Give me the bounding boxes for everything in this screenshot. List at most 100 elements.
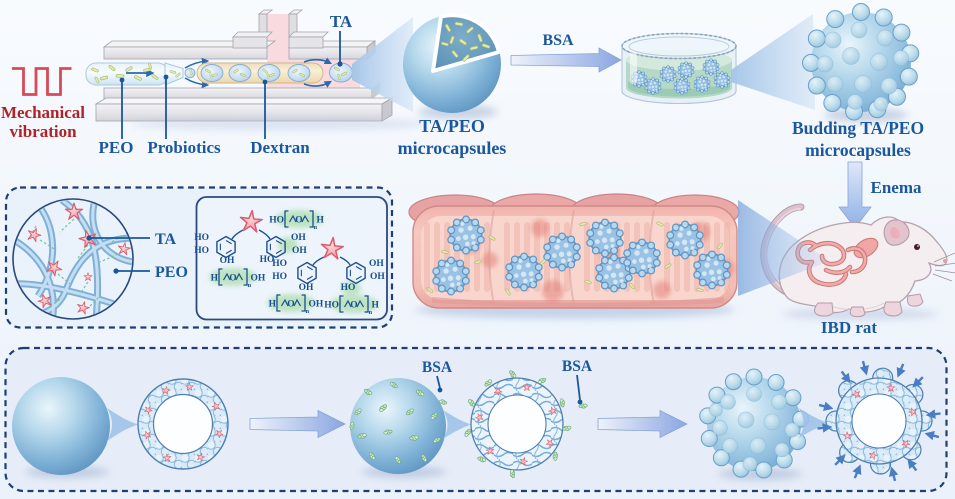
hydroxyl-label: OH <box>369 259 384 269</box>
ibd-rat <box>760 203 955 320</box>
inward-arrow-icon <box>818 401 834 411</box>
villus <box>424 222 430 292</box>
chain <box>356 299 365 308</box>
bud <box>899 67 918 86</box>
bud <box>755 461 773 479</box>
hydroxyl-label: HO <box>194 246 209 256</box>
bsa-coated-sphere <box>347 375 448 478</box>
bracket-right <box>364 295 369 313</box>
hydroxyl-label: OH <box>220 256 235 266</box>
hydroxyl-label: HO <box>272 259 287 269</box>
peo-left-label: HO <box>324 301 339 311</box>
bracket-right <box>301 294 306 312</box>
bump <box>847 94 863 110</box>
bump <box>722 438 738 454</box>
hydroxyl-label: OH <box>291 233 306 243</box>
bump <box>709 403 723 417</box>
mechanical-vibration-label-line1: Mechanical <box>1 103 85 122</box>
bud <box>807 29 826 48</box>
bud <box>724 373 742 391</box>
bud <box>712 449 730 467</box>
dextran-label: Dextran <box>250 138 310 157</box>
bump <box>826 75 844 93</box>
ta-channel-vertical <box>267 14 289 64</box>
inward-arrow-icon <box>817 423 833 433</box>
zoom-funnel-3 <box>799 408 830 438</box>
hydrogen-bonds <box>27 218 125 307</box>
square-wave-icon <box>12 67 72 96</box>
inflamed-spot <box>542 280 564 302</box>
bacterium-icon <box>115 73 125 79</box>
gut-microcapsule <box>542 231 582 273</box>
gut-microcapsule <box>431 255 471 297</box>
chain <box>343 299 352 308</box>
ibd-rat-label: IBD rat <box>821 318 878 337</box>
bud <box>700 430 718 448</box>
budding-caption-line1: Budding TA/PEO <box>792 118 924 138</box>
bump <box>749 437 767 455</box>
zoom-funnel-2 <box>443 410 471 439</box>
inward-arrow-icon <box>852 464 862 479</box>
chain <box>222 272 231 281</box>
ta-molecule <box>297 235 366 285</box>
ta-label: TA <box>330 12 353 31</box>
enema-arrow <box>838 161 872 229</box>
peo-left-label: H <box>269 300 277 310</box>
bud <box>823 93 842 112</box>
bsa-arrow <box>510 47 622 73</box>
hydroxyl-label: HO <box>272 272 287 282</box>
rat-ear-inner <box>890 227 900 239</box>
bracket-right <box>309 210 314 228</box>
double-bond <box>275 240 282 245</box>
bracket-left <box>218 268 223 286</box>
gut-microcapsule <box>504 251 544 293</box>
bond <box>339 256 351 266</box>
bump <box>712 420 728 436</box>
bump <box>784 422 800 438</box>
bud <box>826 10 845 29</box>
bracket-left <box>284 210 289 228</box>
ta-molecule <box>216 208 286 259</box>
benzene-ring <box>216 235 236 259</box>
dish-microcapsule <box>644 77 662 95</box>
chain <box>280 298 289 307</box>
inset-peo-label: PEO <box>155 264 188 281</box>
gut-microcapsule <box>665 219 705 261</box>
peo-right-label: OH <box>309 300 324 310</box>
budding-caption-line2: microcapsules <box>805 140 911 160</box>
bond <box>258 229 271 240</box>
inward-arrow-icon <box>834 454 846 466</box>
probiotics-label: Probiotics <box>147 138 221 157</box>
double-bond <box>355 266 362 271</box>
repeat-subscript: n <box>306 308 310 315</box>
gut-microcapsule <box>692 249 732 291</box>
rat-whiskers <box>932 252 955 282</box>
bump <box>880 77 898 95</box>
green-glows <box>209 210 378 313</box>
inward-arrow-icon <box>912 376 924 388</box>
inflamed-spot <box>531 219 549 237</box>
flow-arrow-down <box>184 77 210 89</box>
oxygen-label: O <box>229 274 236 284</box>
bond <box>312 256 325 266</box>
bsa-arrow-label: BSA <box>542 32 574 49</box>
pointer-dots <box>119 61 343 85</box>
zoom-funnel-1 <box>107 408 138 441</box>
bsa-ring-label: BSA <box>562 358 593 375</box>
network-ring-1 <box>137 378 229 470</box>
inward-arrow-icon <box>859 360 869 376</box>
dish-microcapsule <box>673 77 691 95</box>
intestine-illustration <box>408 193 740 319</box>
double-bond <box>275 249 282 254</box>
inward-arrow-icon <box>896 363 906 378</box>
double-bond <box>355 275 362 280</box>
peo-left-label: H <box>211 274 219 284</box>
repeat-subscript: n <box>314 224 318 231</box>
double-bond <box>306 266 313 271</box>
bump <box>737 411 755 429</box>
hydroxyl-label: HO <box>260 255 275 265</box>
bsa-sphere-label: BSA <box>422 359 453 376</box>
top-row: Mechanical vibration <box>1 3 924 229</box>
